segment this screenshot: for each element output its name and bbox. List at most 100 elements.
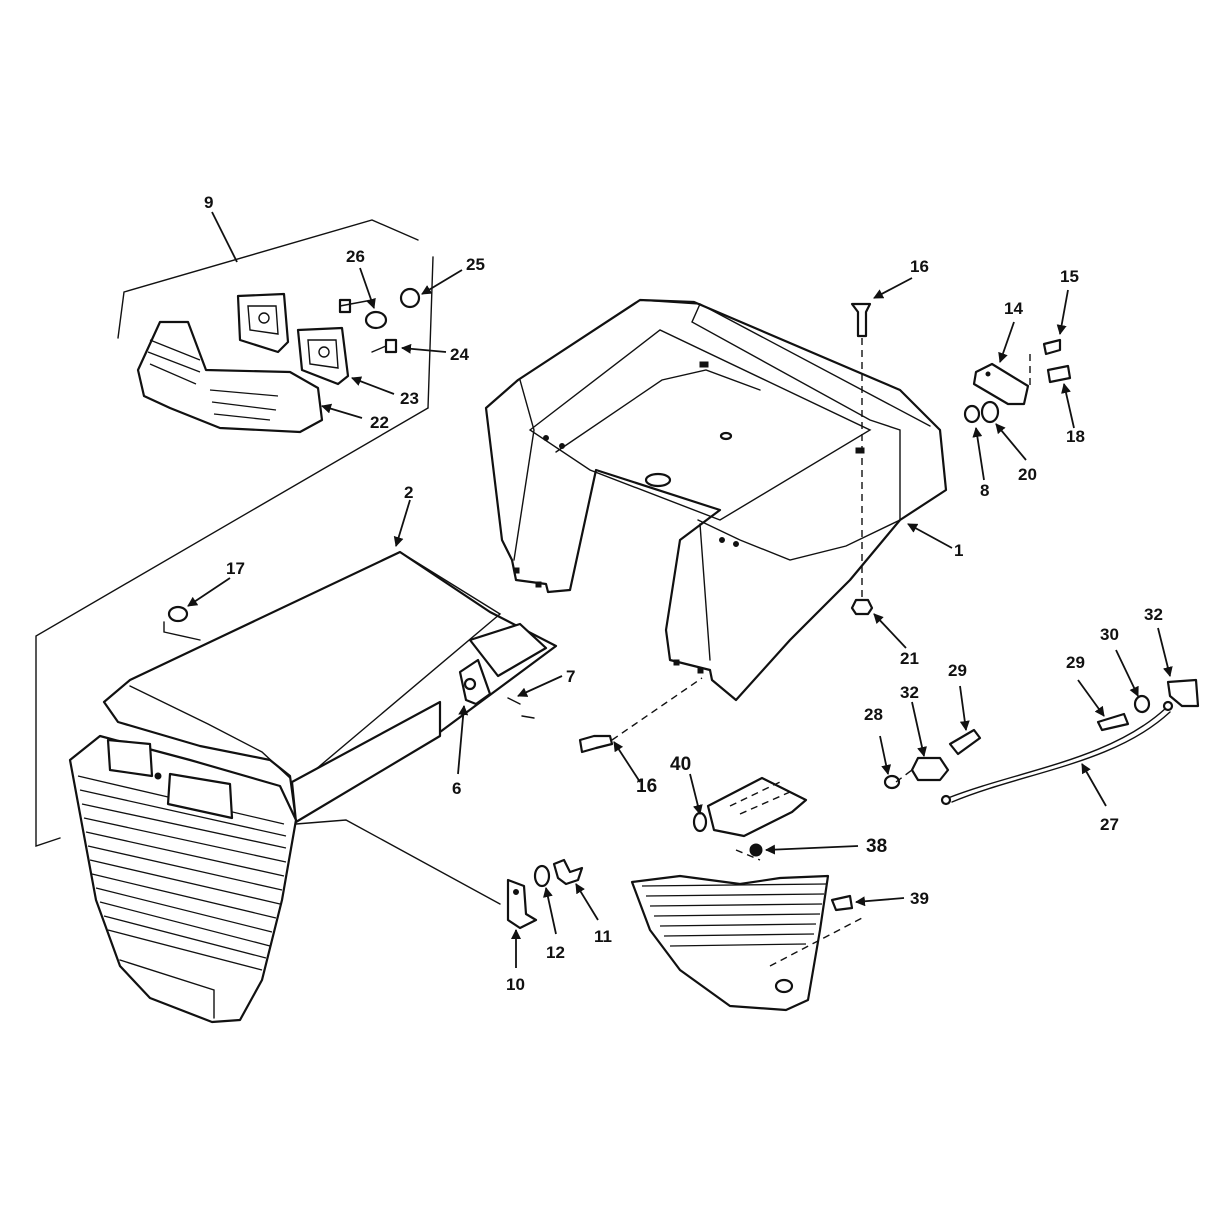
hinge-bracket-hole (513, 889, 519, 895)
clamp-axis (895, 769, 913, 783)
callout-18: 18 (1066, 427, 1085, 446)
arrow-17 (187, 577, 231, 607)
callout-12: 12 (546, 943, 565, 962)
arrow-38 (765, 844, 859, 855)
fender-body (484, 298, 948, 702)
fender-dot-1 (543, 435, 549, 441)
nut-21 (850, 598, 874, 616)
hood-ornament (154, 772, 162, 780)
socket-25 (399, 287, 421, 309)
hood-rear-window (468, 622, 548, 678)
arrow-26 (359, 267, 376, 309)
callout-40: 40 (670, 754, 691, 775)
clip-24 (384, 338, 398, 354)
headlight-housing-22 (136, 320, 324, 434)
washer-40 (692, 811, 708, 833)
nut-38 (749, 843, 763, 857)
fender-slot-1 (699, 361, 709, 368)
hood-headlight-right (166, 772, 234, 820)
callout-39: 39 (910, 889, 929, 908)
headlight-outline-right (427, 256, 434, 409)
reflector-plate-group (963, 338, 1072, 424)
clamp-32-right (1166, 678, 1200, 708)
callout-16-lower: 16 (636, 776, 657, 797)
callout-23: 23 (400, 389, 419, 408)
arrow-6 (457, 705, 469, 775)
callout-26: 26 (346, 247, 365, 266)
callout-11: 11 (594, 927, 612, 946)
fender-dot-3 (719, 537, 725, 543)
fender (484, 298, 948, 702)
headlight-bracket-line (117, 219, 419, 339)
callout-labels: 9 26 25 24 23 22 16 14 15 18 20 8 1 21 2… (204, 193, 1163, 994)
grommet-line (163, 621, 201, 641)
arrow-29 (959, 685, 970, 731)
reflector-plate-14 (972, 362, 1030, 406)
arrow-22 (321, 403, 363, 419)
lower-shield-group (630, 776, 863, 1012)
arrow-16-lower (613, 741, 641, 783)
leader-9 (211, 211, 238, 263)
screw-16-top (850, 302, 872, 338)
arrow-23 (351, 376, 395, 395)
fender-dot-2 (559, 443, 565, 449)
nut-28 (883, 774, 901, 790)
bulb-26 (364, 310, 388, 330)
arrow-39 (855, 896, 905, 907)
latch-pivot (463, 677, 477, 691)
fender-rear-contour (697, 519, 901, 661)
grommet-17 (167, 605, 189, 623)
callout-9: 9 (204, 193, 213, 212)
screw-16-lower (578, 734, 614, 754)
callout-25: 25 (466, 255, 485, 274)
bolt-29-right (1096, 712, 1130, 732)
arrow-15 (1056, 289, 1069, 335)
callout-27: 27 (1100, 815, 1119, 834)
callout-29-right: 29 (1066, 653, 1085, 672)
arrow-18 (1061, 383, 1075, 429)
callout-16-top: 16 (910, 257, 929, 276)
callout-32: 32 (900, 683, 919, 702)
washer-12 (533, 864, 551, 888)
arrow-16-top (873, 277, 913, 299)
washer-30 (1133, 694, 1151, 714)
hinge-hardware (506, 858, 584, 930)
callout-30: 30 (1100, 625, 1119, 644)
callout-15: 15 (1060, 267, 1079, 286)
clamp-32 (910, 756, 950, 782)
callout-7: 7 (566, 667, 575, 686)
fender-hole-lower (535, 581, 542, 588)
callout-28: 28 (864, 705, 883, 724)
lower-shield-body (630, 874, 830, 1012)
fender-hole (644, 472, 672, 488)
callout-2: 2 (404, 483, 413, 502)
cable-end-right (1162, 700, 1174, 712)
cable-assembly (883, 678, 1200, 806)
headlight-to-hood-line (35, 407, 429, 847)
callout-32-right: 32 (1144, 605, 1163, 624)
hinge-bracket-10 (506, 878, 538, 930)
nut-axis (735, 849, 761, 861)
arrow-40 (689, 773, 703, 815)
reflector-left-socket (258, 312, 270, 324)
fender-hole-lower-left (513, 567, 520, 574)
arrow-2 (393, 499, 411, 547)
arrow-14 (998, 321, 1015, 363)
hood-side-panel (290, 700, 442, 824)
callout-8: 8 (980, 481, 989, 500)
arrow-28 (879, 735, 892, 775)
callout-21: 21 (900, 649, 919, 668)
arrow-24 (401, 343, 447, 354)
arrow-25 (421, 269, 463, 295)
fender-slot-2 (855, 447, 865, 454)
screw-16-lower-axis (611, 677, 703, 741)
hood-headlight-left (106, 738, 154, 778)
hood-to-bracket-line (295, 819, 501, 905)
reflector-plate-hole (985, 371, 991, 377)
cable-27 (947, 707, 1171, 803)
callout-14: 14 (1004, 299, 1023, 318)
shield-knob (774, 978, 794, 994)
callout-22: 22 (370, 413, 389, 432)
